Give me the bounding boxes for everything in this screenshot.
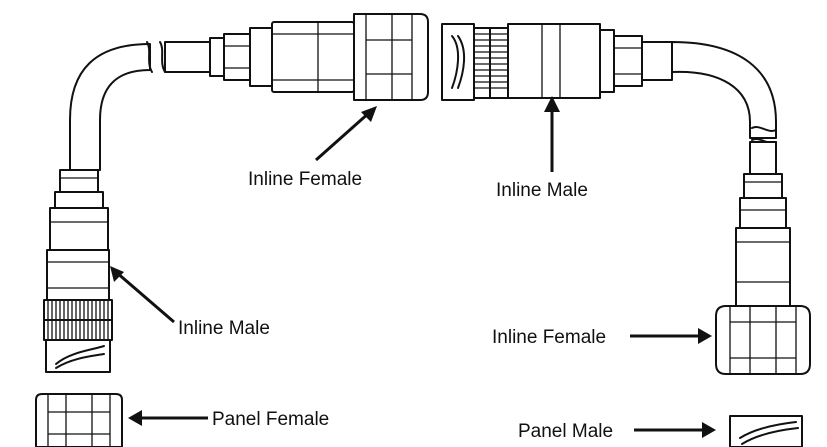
inline-female-right-connector <box>715 173 811 375</box>
panel-male-connector <box>729 415 803 447</box>
inline-male-top-connector <box>441 23 673 101</box>
label-inline-male-top: Inline Male <box>496 180 588 201</box>
label-panel-male: Panel Male <box>518 421 613 442</box>
arrows <box>110 96 716 438</box>
cable-segment <box>164 41 214 73</box>
right-cable-assembly <box>441 23 811 447</box>
label-inline-female-top: Inline Female <box>248 169 362 190</box>
left-cable-assembly <box>35 13 429 447</box>
cable-nut <box>209 37 225 77</box>
connector-collar <box>249 27 273 87</box>
cable-break-mark <box>159 41 166 73</box>
panel-female-connector <box>35 393 123 447</box>
cable-break-mark <box>751 126 777 132</box>
cable-break-mark <box>146 41 153 73</box>
label-inline-female-right: Inline Female <box>492 327 606 348</box>
inline-female-top-connector <box>271 13 429 101</box>
cable-gland <box>223 33 251 81</box>
label-inline-male-left: Inline Male <box>178 318 270 339</box>
right-cable <box>671 41 777 139</box>
label-panel-female: Panel Female <box>212 409 329 430</box>
left-cable <box>69 43 151 171</box>
cable-segment <box>749 141 777 175</box>
inline-male-left-connector <box>43 169 113 373</box>
